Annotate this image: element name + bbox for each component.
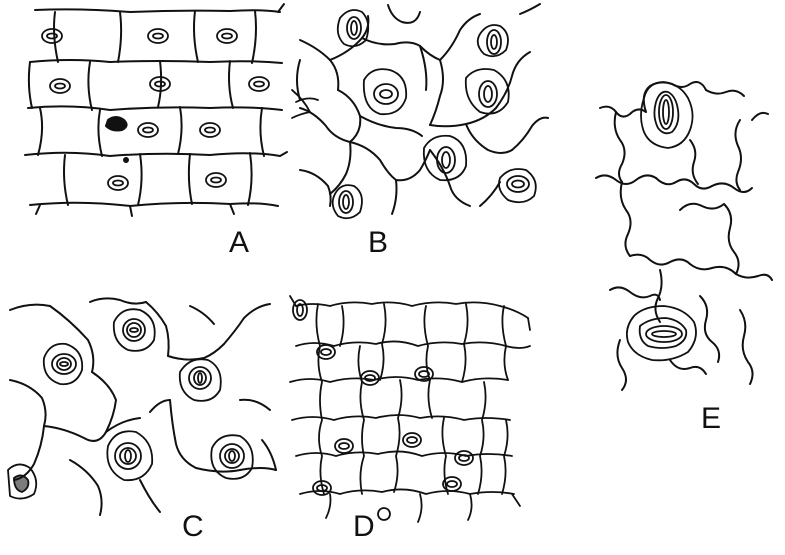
panel-label-e: E xyxy=(701,404,721,434)
panel-e-drawing xyxy=(596,82,772,390)
panel-c-drawing xyxy=(8,298,276,515)
panel-label-b: B xyxy=(368,228,388,258)
panel-a-drawing xyxy=(25,4,287,216)
panel-d-drawing xyxy=(290,296,530,522)
panel-label-c: C xyxy=(182,512,204,542)
panel-b-drawing xyxy=(292,4,548,218)
panel-label-d: D xyxy=(353,512,375,542)
panel-label-a: A xyxy=(229,228,249,258)
